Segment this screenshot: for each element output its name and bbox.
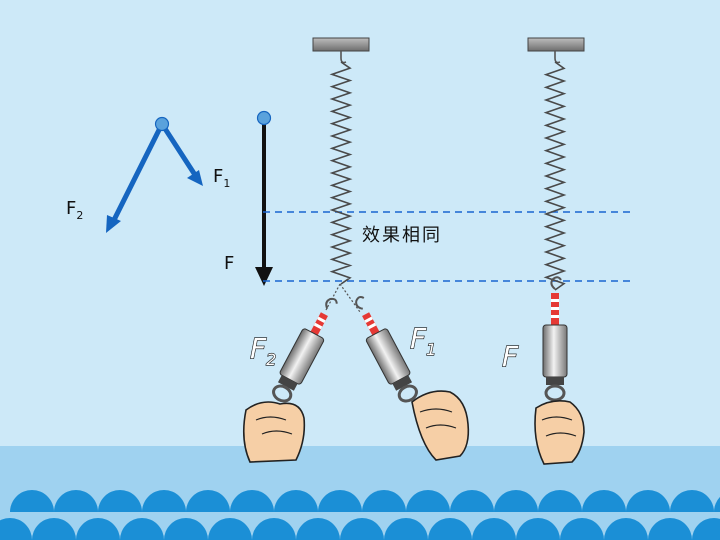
scale-body bbox=[542, 324, 568, 378]
wave-crest bbox=[604, 518, 648, 540]
f2-arrowhead bbox=[106, 215, 121, 233]
wave-crest bbox=[340, 518, 384, 540]
f2-vector bbox=[110, 122, 165, 224]
cord-to-f1-scale bbox=[339, 283, 361, 313]
spring-setup-two-scales: F2 F1 bbox=[242, 37, 470, 463]
resultant-arrowhead bbox=[255, 267, 273, 286]
f2-label: F2 bbox=[66, 198, 83, 222]
wave-crest bbox=[318, 490, 362, 512]
wave-crest bbox=[164, 518, 208, 540]
hand-right bbox=[411, 390, 470, 461]
wave-crest bbox=[230, 490, 274, 512]
wave-crest bbox=[494, 490, 538, 512]
wave-crest bbox=[142, 490, 186, 512]
scale-ring bbox=[397, 384, 418, 403]
wave-crest bbox=[692, 518, 720, 540]
spring-setup-single-scale: F bbox=[501, 37, 585, 465]
ceiling-mount-right bbox=[527, 37, 585, 52]
hand-center bbox=[534, 400, 585, 465]
f1-vector bbox=[159, 122, 200, 180]
wave-crest bbox=[406, 490, 450, 512]
f1-arrowhead bbox=[187, 170, 203, 186]
scale-ring bbox=[272, 384, 293, 403]
scale-hook bbox=[550, 276, 562, 290]
wave-crest bbox=[516, 518, 560, 540]
spring-hook-top-right bbox=[554, 51, 561, 64]
resultant-f-label: F bbox=[224, 253, 234, 274]
wave-crest bbox=[274, 490, 318, 512]
wave-crest bbox=[208, 518, 252, 540]
wave-crest bbox=[648, 518, 692, 540]
scale-body bbox=[279, 328, 325, 385]
wave-crest bbox=[428, 518, 472, 540]
wave-crest bbox=[252, 518, 296, 540]
scale-hook bbox=[355, 296, 365, 310]
wave-crest bbox=[296, 518, 340, 540]
wave-crest bbox=[560, 518, 604, 540]
spring-left bbox=[329, 61, 353, 285]
wave-crest bbox=[186, 490, 230, 512]
wave-decoration bbox=[0, 490, 720, 540]
force-origin-dot bbox=[154, 116, 170, 132]
wave-crest bbox=[120, 518, 164, 540]
scale-shaft-stripe bbox=[313, 322, 323, 330]
wave-crest bbox=[362, 490, 406, 512]
resultant-origin-dot bbox=[256, 110, 272, 126]
scale-body bbox=[365, 328, 411, 385]
f1-label: F1 bbox=[213, 166, 230, 190]
hand-left bbox=[242, 401, 306, 463]
scale-shaft-stripe bbox=[317, 316, 326, 324]
scale-hook bbox=[325, 297, 338, 310]
scale-f2-label: F2 bbox=[250, 332, 276, 369]
scale-shaft-stripe bbox=[367, 322, 377, 330]
cord-to-f2-scale bbox=[325, 283, 341, 311]
wave-crest bbox=[472, 518, 516, 540]
scale-shaft-stripe bbox=[551, 315, 559, 318]
scale-shaft bbox=[362, 312, 380, 336]
ceiling-mount-left bbox=[312, 37, 370, 52]
scale-f1-label: F1 bbox=[410, 322, 436, 359]
spring-hook-top-left bbox=[340, 51, 347, 64]
spring-scale-f2 bbox=[272, 297, 338, 403]
scale-base bbox=[546, 377, 564, 385]
wave-crest bbox=[626, 490, 670, 512]
wave-crest bbox=[582, 490, 626, 512]
wave-crest bbox=[76, 518, 120, 540]
wave-crest bbox=[98, 490, 142, 512]
spring-right bbox=[543, 61, 567, 291]
spring-scale-f bbox=[542, 276, 568, 402]
wave-crest bbox=[32, 518, 76, 540]
scale-base bbox=[392, 375, 413, 391]
scale-shaft bbox=[310, 312, 328, 336]
scale-shaft-stripe bbox=[551, 299, 559, 302]
wave-crest bbox=[670, 490, 714, 512]
scale-shaft-stripe bbox=[551, 307, 559, 310]
wave-crest bbox=[714, 497, 720, 512]
spring-scale-f1 bbox=[355, 296, 418, 403]
wave-crest bbox=[538, 490, 582, 512]
scale-shaft-stripe bbox=[364, 316, 373, 324]
wave-crest bbox=[450, 490, 494, 512]
same-effect-annotation: 效果相同 bbox=[362, 225, 442, 246]
component-forces-diagram: F1 F2 bbox=[66, 116, 230, 233]
resultant-force-diagram: F bbox=[224, 110, 273, 286]
scale-base bbox=[277, 375, 298, 391]
wave-crest bbox=[10, 490, 54, 512]
scale-f-label: F bbox=[502, 340, 519, 373]
wave-crest bbox=[384, 518, 428, 540]
wave-crest bbox=[54, 490, 98, 512]
wave-crest bbox=[0, 518, 32, 540]
scale-ring bbox=[544, 384, 566, 402]
